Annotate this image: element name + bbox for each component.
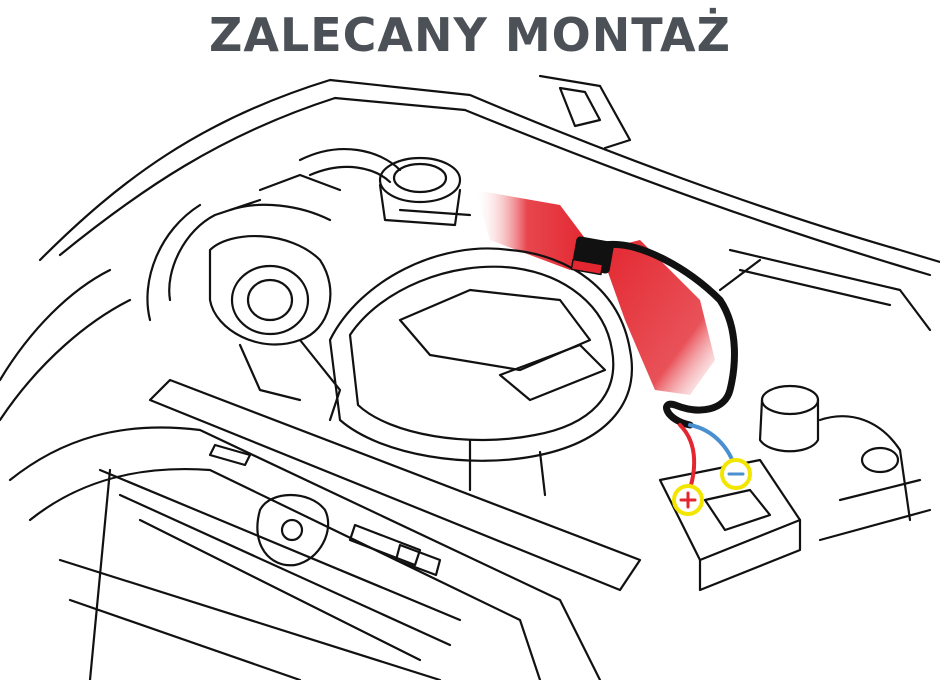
minus-terminal-icon	[720, 458, 752, 490]
crossmember	[148, 378, 642, 592]
engine-bay-diagram	[0, 74, 940, 680]
hood-latch	[256, 493, 330, 567]
highlight-zone-right	[600, 240, 715, 395]
plus-terminal-icon	[672, 484, 704, 516]
filler-cap	[378, 156, 472, 227]
cowl	[718, 248, 932, 332]
fender	[0, 268, 132, 422]
air-intake	[146, 198, 342, 422]
right-components	[758, 384, 932, 542]
engine-cover	[328, 247, 633, 497]
hood	[38, 74, 940, 277]
page-title: ZALECANY MONTAŻ	[208, 8, 731, 62]
connector-module	[570, 236, 614, 276]
front-grille	[8, 426, 602, 680]
black-cable	[601, 240, 738, 429]
hoses-left	[228, 148, 402, 222]
highlight-zone-left	[475, 190, 590, 270]
